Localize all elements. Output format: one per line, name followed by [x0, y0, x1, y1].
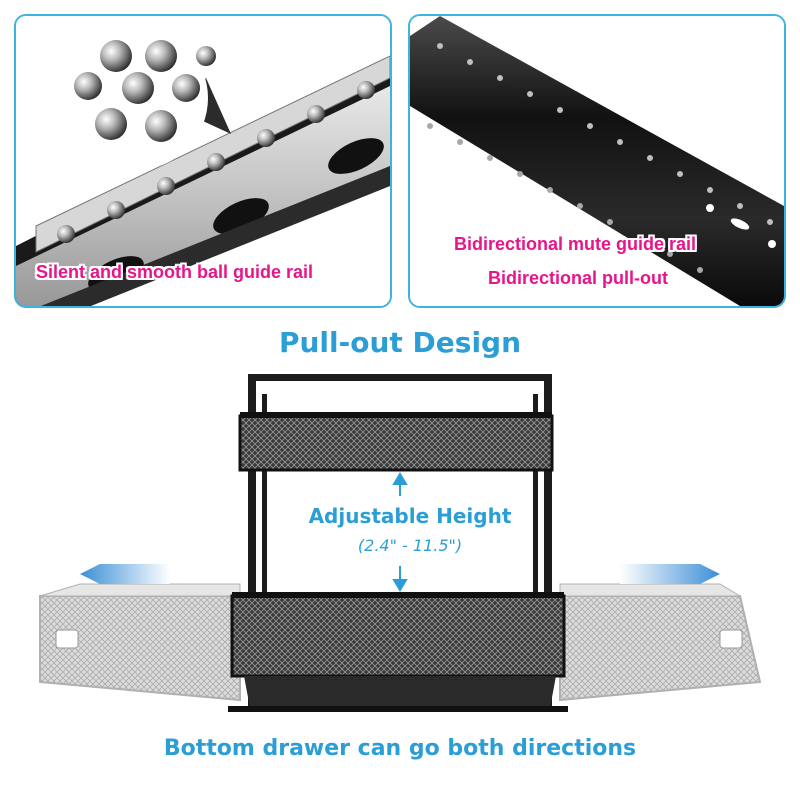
- pull-out-caption: Bidirectional pull-out: [488, 268, 668, 288]
- ball-guide-rail-caption: Silent and smooth ball guide rail: [36, 262, 314, 282]
- mute-guide-rail-photo: [408, 14, 786, 308]
- right-arrow-icon: [620, 564, 720, 584]
- left-extended-drawer: [39, 583, 241, 702]
- mute-guide-rail-caption: Bidirectional mute guide rail: [454, 234, 697, 254]
- pull-out-rack-illustration: [39, 374, 762, 712]
- bottom-drawer-caption: Bottom drawer can go both directions: [163, 736, 637, 761]
- upper-basket: [238, 412, 554, 472]
- height-range-label: (2.4" - 11.5"): [357, 536, 463, 555]
- right-extended-drawer: [559, 583, 762, 702]
- ball-guide-rail-photo: [14, 14, 392, 308]
- left-arrow-icon: [80, 564, 170, 584]
- adjustable-height-label: Adjustable Height: [308, 504, 512, 528]
- main-title: Pull-out Design: [278, 326, 522, 359]
- bottom-drawer: [228, 592, 568, 712]
